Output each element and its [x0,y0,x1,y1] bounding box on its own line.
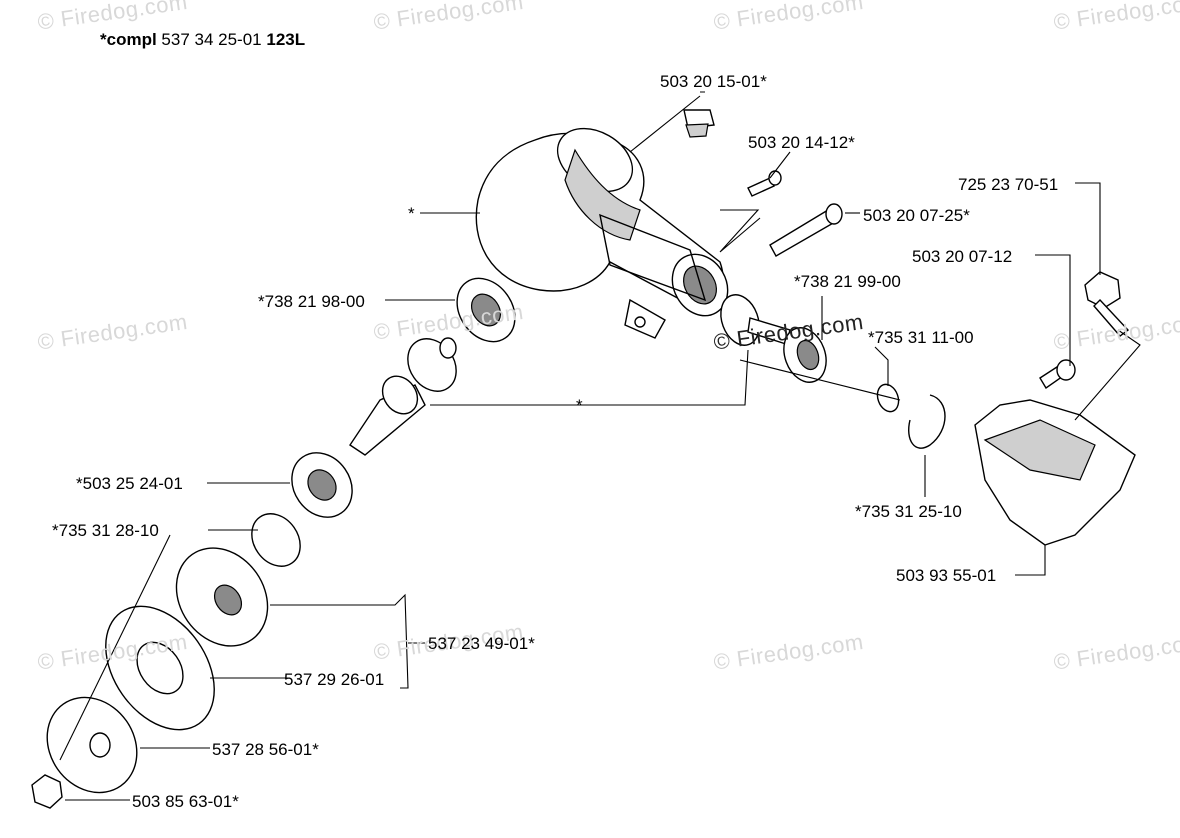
assembly-title: *compl 537 34 25-01 123L [100,30,305,50]
pinion-gear [407,337,457,392]
bearing-upper [456,277,516,343]
gear-housing [475,127,729,339]
label-bolt-guard: 725 23 70-51 [958,175,1059,194]
bearing-right [783,327,827,383]
label-housing: * [408,204,415,223]
plug [683,109,715,138]
title-number: 537 34 25-01 [161,30,262,49]
label-screw-guard: 503 20 07-12 [912,247,1013,266]
label-plug: 503 20 15-01* [660,72,767,91]
label-washer-large: 537 29 26-01 [284,670,385,689]
label-screw-small: 503 20 14-12* [748,133,855,152]
ring-small [876,383,900,413]
leader-lines [59,91,1141,801]
guard-shield [974,399,1136,546]
label-cup: 537 28 56-01* [212,740,319,759]
washer-large [105,605,215,731]
label-bearing-right: *738 21 99-00 [794,272,901,291]
label-bearing-top: *738 21 98-00 [258,292,365,311]
screw-small [747,170,782,197]
label-ring-left: *735 31 28-10 [52,521,159,540]
nut [31,774,63,809]
label-kit: 537 23 49-01* [428,634,535,653]
bearing-lower [291,452,353,518]
title-prefix: *compl [100,30,157,49]
label-circlip-large: *735 31 25-10 [855,502,962,521]
screw-long [769,203,843,257]
bevel-gear [720,294,791,346]
spindle-shaft [349,375,426,456]
label-bearing-bottom: *503 25 24-01 [76,474,183,493]
circlip-left [251,513,301,567]
title-model: 123L [266,30,306,49]
label-nut: 503 85 63-01* [132,792,239,811]
support-cup [46,696,138,794]
label-screw-long: 503 20 07-25* [863,206,970,225]
label-gear-pair: * [576,396,583,415]
label-guard: 503 93 55-01 [896,566,997,585]
label-ring-small: *735 31 11-00 [868,328,974,347]
flange [175,547,269,647]
circlip-large [908,394,946,449]
